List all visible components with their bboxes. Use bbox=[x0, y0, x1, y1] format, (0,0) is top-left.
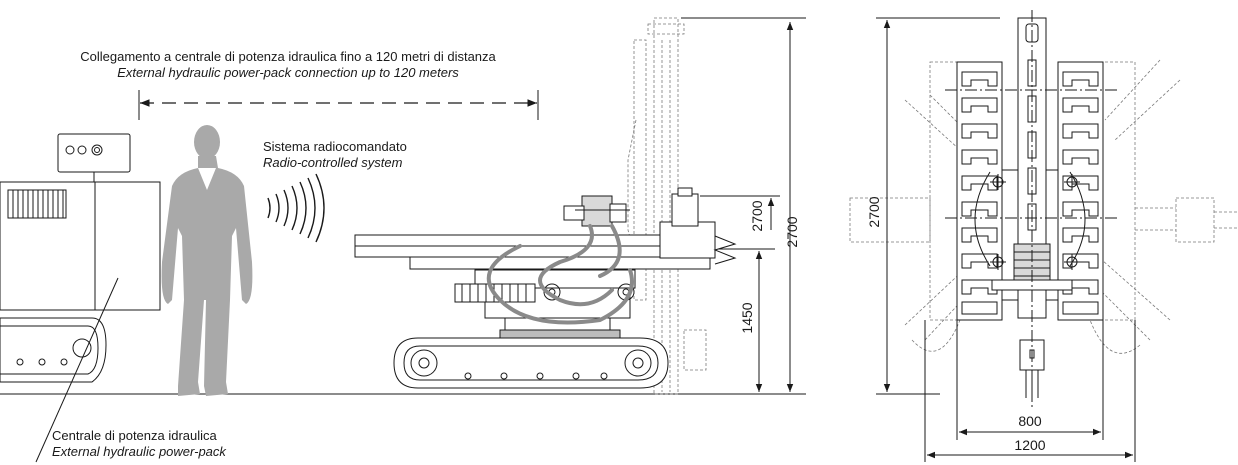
dimension-mast-height: 2700 bbox=[700, 195, 780, 232]
dimension-label: 2700 bbox=[866, 196, 882, 227]
gauge-icon bbox=[77, 145, 87, 155]
radiator-grille bbox=[7, 189, 67, 219]
gauge-icon bbox=[91, 144, 103, 156]
drill-head bbox=[671, 193, 699, 227]
connection-label-en: External hydraulic power-pack connection… bbox=[117, 65, 459, 80]
connection-label-it: Collegamento a centrale di potenza idrau… bbox=[80, 49, 496, 64]
connection-distance-arrow bbox=[138, 90, 539, 120]
hydraulic-power-pack bbox=[0, 133, 161, 383]
dimension-top-length: 2700 bbox=[866, 17, 1000, 395]
control-panel bbox=[57, 133, 131, 173]
dimension-label: 2700 bbox=[749, 200, 765, 231]
dimension-label: 2700 bbox=[784, 216, 800, 247]
dimension-top-gauge: 800 bbox=[956, 320, 1104, 440]
dimension-top-width: 1200 bbox=[924, 320, 1136, 462]
hydraulic-motor bbox=[581, 195, 613, 227]
powerpack-label-en: External hydraulic power-pack bbox=[52, 444, 227, 459]
powerpack-leader-line bbox=[35, 277, 119, 463]
right-track-top bbox=[1057, 61, 1104, 321]
rig-crawler-track bbox=[393, 337, 669, 389]
powerpack-label-it: Centrale di potenza idraulica bbox=[52, 428, 218, 443]
dimension-label: 1450 bbox=[739, 302, 755, 333]
dimension-total-height: 2700 bbox=[740, 22, 806, 395]
radio-label-it: Sistema radiocomandato bbox=[263, 139, 407, 154]
power-pack-track bbox=[0, 317, 107, 383]
drilling-rig-top-view bbox=[849, 10, 1238, 410]
radio-wave-icon bbox=[267, 173, 325, 243]
drilling-rig-side-view bbox=[354, 17, 806, 395]
dimension-boom-height: 1450 bbox=[718, 248, 775, 392]
dimension-label: 1200 bbox=[1014, 437, 1045, 453]
gauge-icon bbox=[65, 145, 75, 155]
dimension-label: 800 bbox=[1018, 413, 1042, 429]
operator-silhouette bbox=[161, 125, 253, 396]
radio-label-en: Radio-controlled system bbox=[263, 155, 403, 170]
